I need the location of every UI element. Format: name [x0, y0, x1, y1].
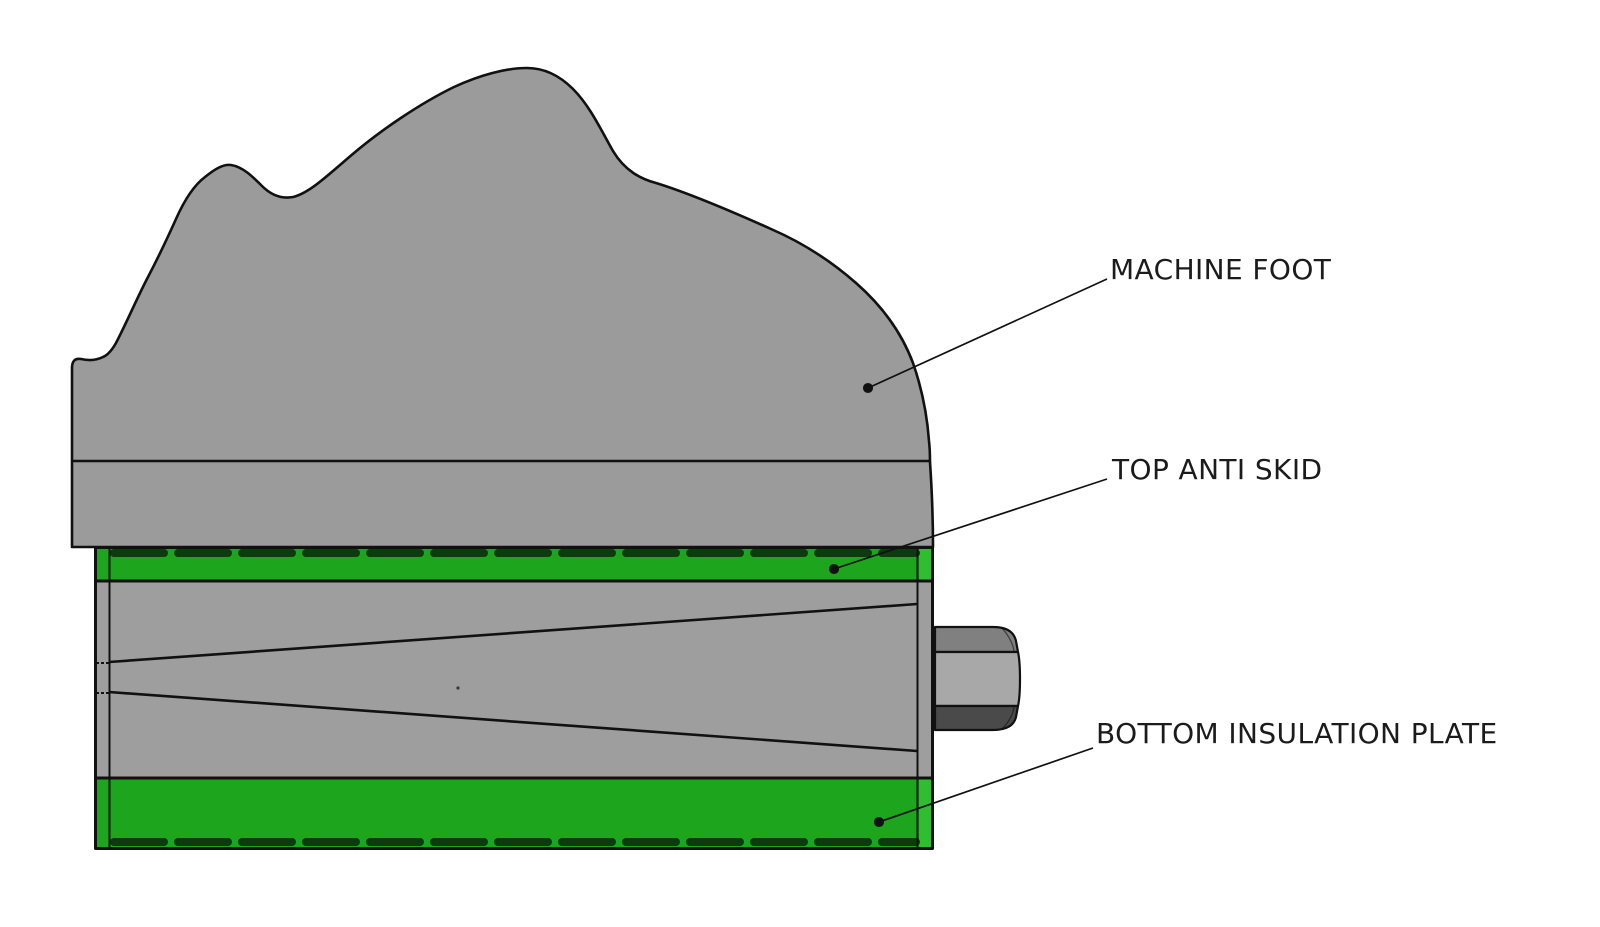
bolt-chamfer-hint-top: [1001, 627, 1015, 652]
small-mark: [456, 686, 460, 690]
leader-dot-bottom-insulation: [873, 816, 885, 828]
leader-dot-top-anti-skid: [828, 563, 840, 575]
bolt-bottom-facet: [933, 704, 1020, 732]
leader-line-machine-foot: [867, 278, 1108, 389]
wedge-diagonal-lower: [108, 690, 918, 753]
wedge-diagonal-upper: [108, 602, 918, 664]
leader-dot-machine-foot: [862, 382, 874, 394]
machine-foot-shape: [70, 66, 935, 549]
bolt-top-facet: [933, 625, 1020, 654]
mount-stack-group: [94, 546, 934, 850]
bottom-strip-side-face: [919, 778, 931, 848]
bottom-insulation-plate-label: BOTTOM INSULATION PLATE: [1096, 717, 1498, 750]
leader-line-bottom-insulation: [878, 747, 1094, 823]
leader-line-top-anti-skid: [833, 478, 1108, 570]
machine-foot-group: [70, 66, 935, 549]
leader-lines-group: [828, 278, 1108, 828]
bolt-chamfer-hint-bottom: [1001, 706, 1015, 730]
bottom-insulation-strip: [97, 778, 931, 848]
wedge-plate: [97, 581, 931, 778]
machine-foot-label: MACHINE FOOT: [1110, 253, 1332, 286]
adjustment-bolt: [933, 625, 1022, 732]
bolt-mid-facet: [933, 650, 1022, 708]
top-strip-side-face: [919, 548, 931, 581]
mount-outline: [94, 546, 934, 850]
top-anti-skid-label: TOP ANTI SKID: [1112, 453, 1323, 486]
